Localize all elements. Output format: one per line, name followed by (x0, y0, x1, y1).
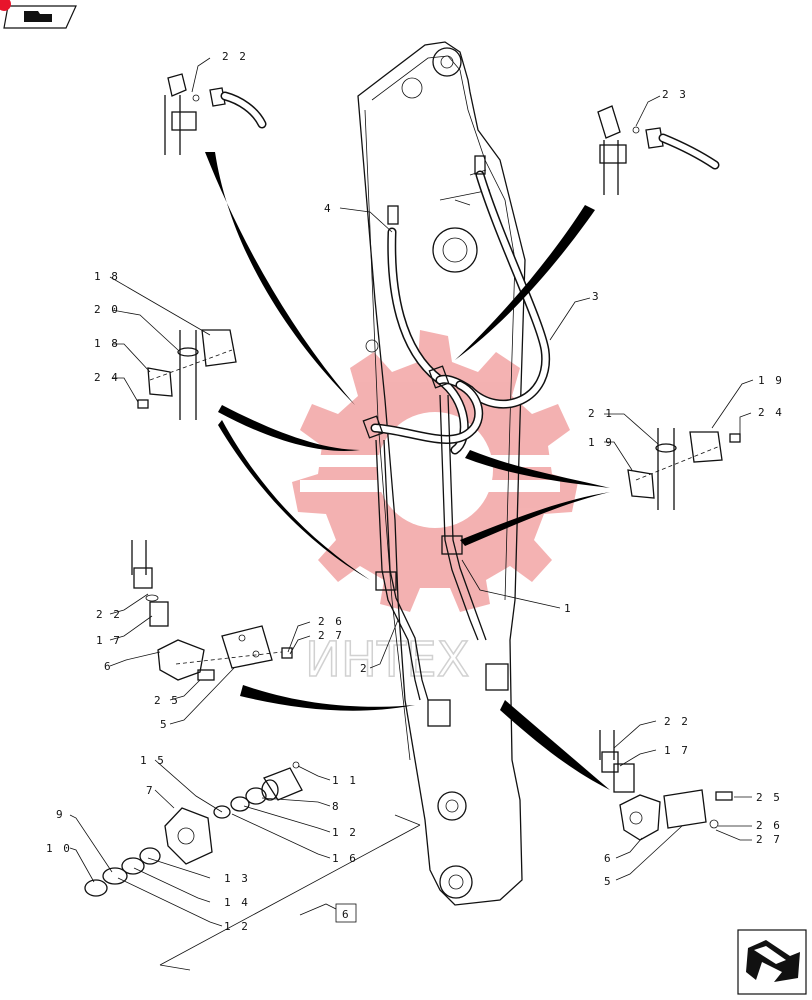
watermark-text: ИНТЕХ (305, 632, 470, 688)
inset-fitting-22 (164, 73, 267, 155)
inset-block-left (131, 540, 293, 681)
callout-26: 2 6 (756, 819, 782, 832)
inset-rings (84, 761, 421, 971)
inset-block-right (599, 730, 733, 841)
callout-12: 1 2 (332, 826, 358, 839)
nav-back-button[interactable] (3, 5, 77, 29)
inset-clamp-left (137, 329, 237, 420)
inset-fitting-23 (597, 105, 720, 195)
callout-27: 2 7 (756, 833, 782, 846)
callout-17: 1 7 (664, 744, 690, 757)
callout-18: 1 8 (94, 337, 120, 350)
callout-26: 2 6 (318, 615, 344, 628)
alert-badge-icon (0, 0, 11, 11)
callout-23: 2 3 (662, 88, 688, 101)
callout-11: 1 1 (332, 774, 358, 787)
callout-14: 1 4 (224, 896, 250, 909)
callout-16: 1 6 (332, 852, 358, 865)
leader-swooshes (205, 152, 610, 790)
callout-25: 2 5 (154, 694, 180, 707)
leader-lines (69, 57, 754, 927)
callout-labels: 2 2 2 3 4 3 1 8 2 0 1 8 2 4 1 9 2 1 2 4 … (46, 50, 784, 933)
callout-27: 2 7 (318, 629, 344, 642)
callout-6-box (335, 903, 357, 923)
callout-18: 1 8 (94, 270, 120, 283)
callout-21: 2 1 (588, 407, 614, 420)
callout-19: 1 9 (758, 374, 784, 387)
callout-8: 8 (332, 800, 341, 813)
callout-6: 6 (104, 660, 113, 673)
callout-4: 4 (324, 202, 333, 215)
callout-5: 5 (604, 875, 613, 888)
callout-13: 1 3 (224, 872, 250, 885)
callout-17: 1 7 (96, 634, 122, 647)
callout-7: 7 (146, 784, 155, 797)
callout-24: 2 4 (758, 406, 784, 419)
callout-20: 2 0 (94, 303, 120, 316)
callout-3: 3 (592, 290, 601, 303)
callout-24: 2 4 (94, 371, 120, 384)
boom-assembly (357, 41, 551, 906)
callout-25: 2 5 (756, 791, 782, 804)
callout-15: 1 5 (140, 754, 166, 767)
nav-next-button[interactable] (737, 929, 807, 995)
callout-22: 2 2 (222, 50, 248, 63)
arrow-next-icon (746, 940, 800, 982)
callout-19: 1 9 (588, 436, 614, 449)
callout-1: 1 (564, 602, 573, 615)
callout-22: 2 2 (96, 608, 122, 621)
callout-22: 2 2 (664, 715, 690, 728)
callout-10: 1 0 (46, 842, 72, 855)
callout-9: 9 (56, 808, 65, 821)
callout-12: 1 2 (224, 920, 250, 933)
callout-6-boxed: 6 (342, 908, 351, 921)
inset-clamp-right (627, 428, 741, 510)
callout-6: 6 (604, 852, 613, 865)
callout-2: 2 (360, 662, 369, 675)
arrow-return-icon (24, 11, 52, 22)
callout-5: 5 (160, 718, 169, 731)
